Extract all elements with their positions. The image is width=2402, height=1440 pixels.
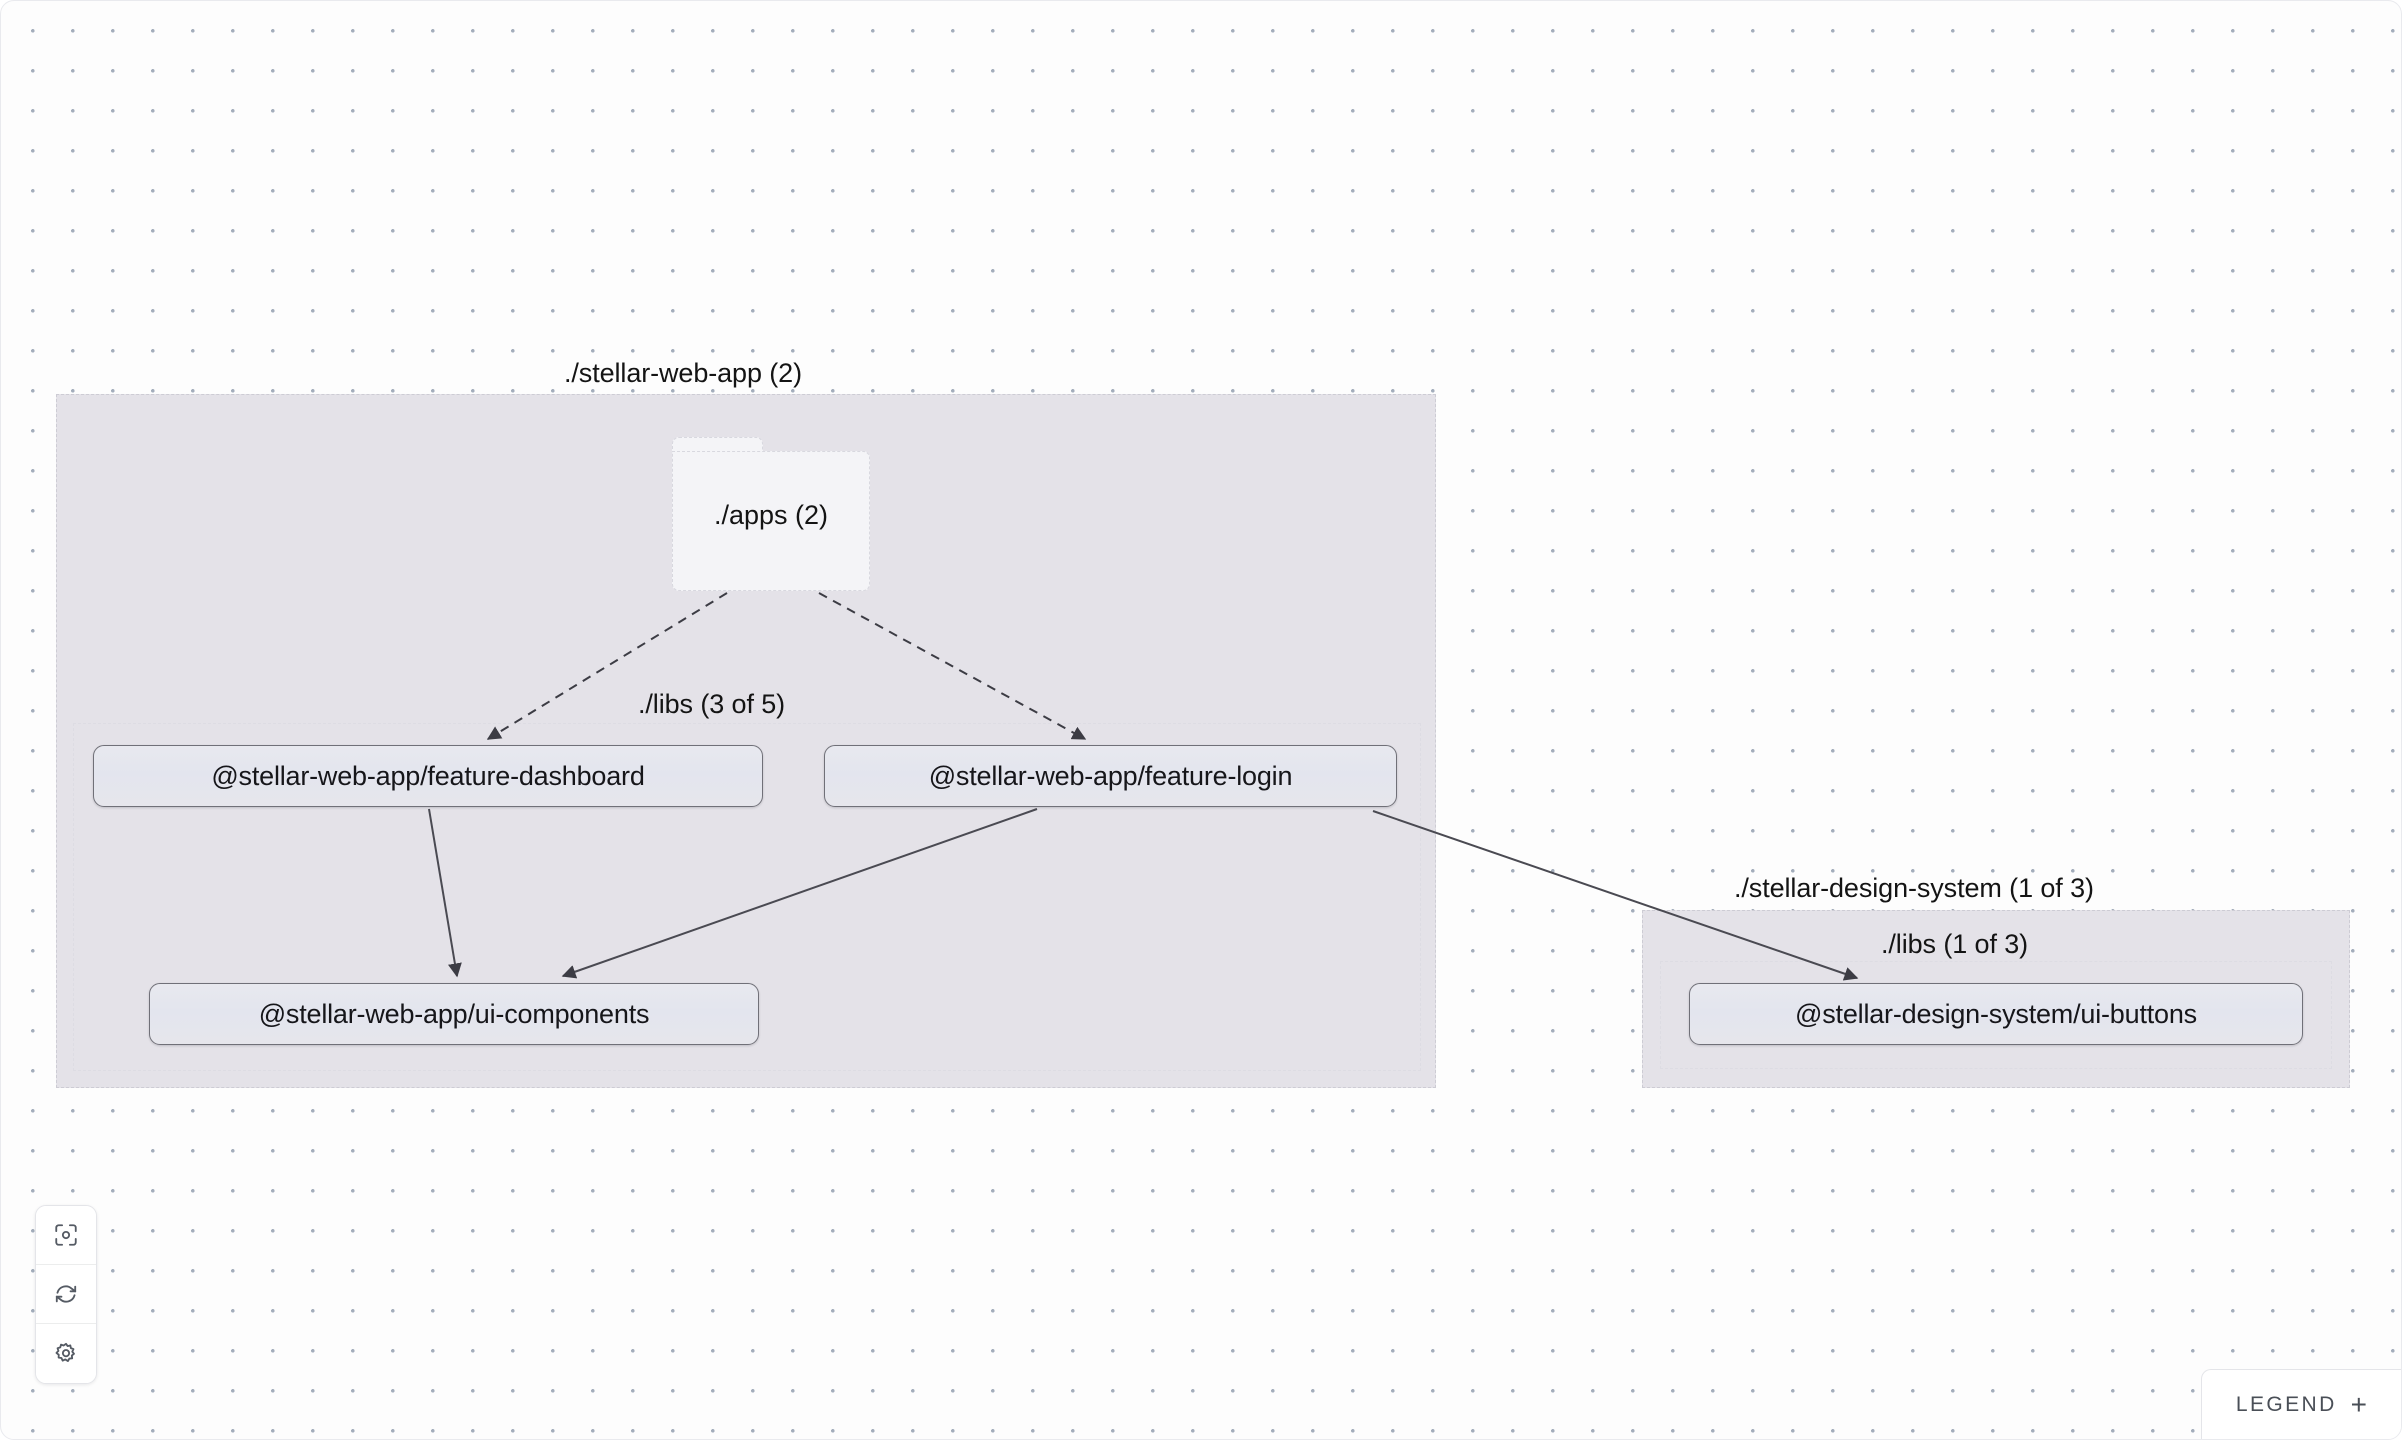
refresh-icon	[53, 1281, 79, 1307]
node-feature-dashboard[interactable]: @stellar-web-app/feature-dashboard	[93, 745, 763, 807]
folder-body: ./apps (2)	[672, 451, 870, 591]
node-feature-login[interactable]: @stellar-web-app/feature-login	[824, 745, 1397, 807]
folder-tab	[672, 437, 764, 455]
node-label-feature-dashboard: @stellar-web-app/feature-dashboard	[211, 760, 645, 791]
node-label-feature-login: @stellar-web-app/feature-login	[928, 760, 1293, 791]
focus-target-icon	[53, 1222, 79, 1248]
focus-graph-button[interactable]	[36, 1206, 96, 1265]
legend-toggle[interactable]: LEGEND +	[2200, 1369, 2401, 1439]
node-label-ui-components: @stellar-web-app/ui-components	[258, 998, 650, 1029]
settings-button[interactable]	[36, 1324, 96, 1383]
plus-icon: +	[2350, 1388, 2367, 1420]
group-label-stellar-design-system-libs: ./libs (1 of 3)	[1881, 929, 2029, 959]
folder-node-apps[interactable]: ./apps (2)	[672, 437, 870, 591]
refresh-graph-button[interactable]	[36, 1265, 96, 1324]
canvas-controls[interactable]	[35, 1205, 97, 1384]
node-label-ui-buttons: @stellar-design-system/ui-buttons	[1795, 998, 2197, 1029]
group-label-stellar-web-app: ./stellar-web-app (2)	[564, 358, 802, 388]
folder-label-apps: ./apps (2)	[713, 499, 829, 530]
group-stellar-design-system-libs[interactable]	[1660, 961, 2332, 1069]
legend-label: LEGEND	[2235, 1392, 2337, 1416]
group-label-stellar-design-system: ./stellar-design-system (1 of 3)	[1734, 873, 2094, 903]
gear-icon	[53, 1341, 79, 1367]
node-ui-components[interactable]: @stellar-web-app/ui-components	[149, 983, 759, 1045]
node-ui-buttons[interactable]: @stellar-design-system/ui-buttons	[1689, 983, 2303, 1045]
group-label-stellar-web-app-libs: ./libs (3 of 5)	[638, 689, 786, 719]
